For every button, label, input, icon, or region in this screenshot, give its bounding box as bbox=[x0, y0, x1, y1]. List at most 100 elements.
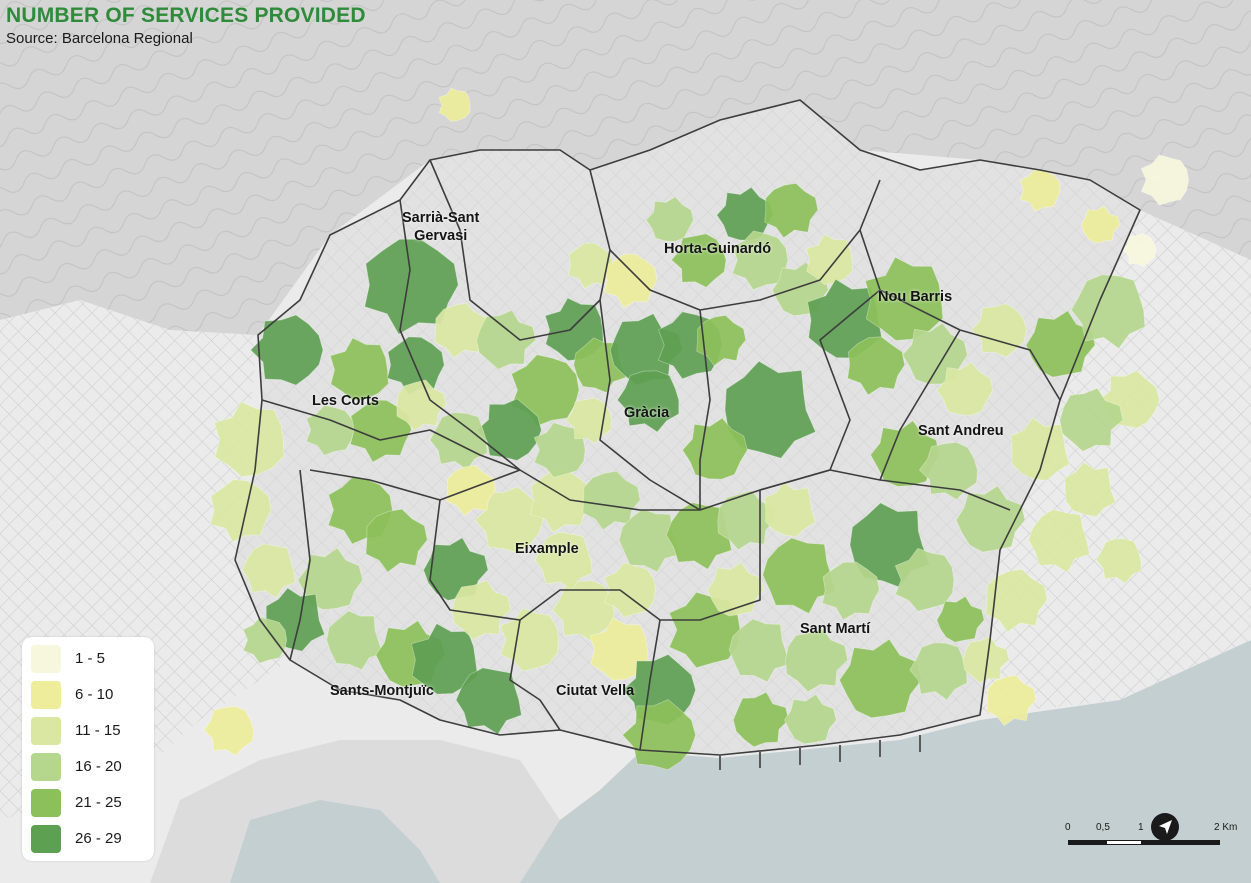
service-coverage-area bbox=[297, 547, 364, 611]
district-label-sant-marti: Sant Martí bbox=[800, 620, 870, 638]
service-coverage-area bbox=[242, 616, 288, 664]
service-coverage-area bbox=[645, 196, 695, 243]
service-coverage-area bbox=[1070, 274, 1146, 350]
service-coverage-area bbox=[438, 87, 471, 122]
district-label-line: Gervasi bbox=[414, 228, 468, 244]
district-label-ciutat-vella: Ciutat Vella bbox=[556, 682, 634, 700]
legend-item: 26 - 29 bbox=[31, 825, 151, 853]
service-coverage-area bbox=[533, 422, 586, 478]
service-coverage-area bbox=[476, 309, 537, 370]
port-water bbox=[230, 800, 440, 883]
service-coverage-area bbox=[455, 667, 522, 735]
hill-relief bbox=[0, 0, 1251, 335]
service-coverage-area bbox=[305, 404, 355, 456]
service-coverage-area bbox=[213, 401, 285, 478]
service-coverage-area bbox=[567, 242, 614, 290]
service-coverage-area bbox=[1019, 169, 1061, 212]
service-coverage-area bbox=[670, 233, 727, 288]
legend-item: 11 - 15 bbox=[31, 717, 151, 745]
coastline-piers bbox=[719, 735, 921, 770]
district-label-gracia: Gràcia bbox=[624, 404, 669, 422]
service-coverage-area bbox=[665, 502, 732, 570]
service-coverage-area bbox=[936, 361, 994, 416]
service-coverage-area bbox=[936, 595, 985, 643]
service-coverage-area bbox=[732, 691, 790, 748]
service-coverage-area bbox=[805, 233, 854, 285]
service-coverage-area bbox=[1080, 205, 1121, 244]
scale-tick-label: 1 bbox=[1138, 822, 1144, 833]
district-label-text: Eixample bbox=[515, 541, 579, 557]
service-coverage-area bbox=[986, 674, 1037, 727]
service-coverage-area bbox=[764, 182, 819, 239]
service-coverage-area bbox=[241, 543, 296, 599]
source-note: Source: Barcelona Regional bbox=[6, 30, 193, 47]
legend-label: 21 - 25 bbox=[75, 794, 122, 811]
legend-swatch bbox=[31, 825, 61, 853]
service-coverage-area bbox=[894, 547, 955, 612]
legend-swatch bbox=[31, 681, 61, 709]
district-label-text: Nou Barris bbox=[878, 289, 953, 305]
district-label-line: Sarrià-Sant bbox=[402, 210, 480, 226]
district-label-les-corts: Les Corts bbox=[312, 392, 379, 410]
service-coverage-area bbox=[821, 561, 880, 621]
service-coverage-area bbox=[499, 607, 560, 672]
district-label-text: Ciutat Vella bbox=[556, 683, 635, 699]
scale-tick-label: 2 Km bbox=[1214, 822, 1238, 833]
service-coverage-area bbox=[1140, 154, 1190, 206]
legend-item: 21 - 25 bbox=[31, 789, 151, 817]
service-coverage-area bbox=[839, 638, 922, 719]
service-coverage-area bbox=[731, 230, 789, 291]
legend-swatch bbox=[31, 789, 61, 817]
service-coverage-area bbox=[364, 238, 459, 335]
service-coverage-area bbox=[762, 537, 837, 615]
legend-label: 11 - 15 bbox=[75, 722, 121, 739]
district-label-text: Gràcia bbox=[624, 405, 670, 421]
district-label-sant-andreu: Sant Andreu bbox=[918, 422, 1004, 440]
service-coverage-area bbox=[696, 314, 747, 367]
district-label-eixample: Eixample bbox=[515, 540, 579, 558]
service-coverage-area bbox=[434, 302, 489, 359]
scale-segment bbox=[1142, 840, 1220, 845]
district-label-text: Horta-Guinardó bbox=[664, 241, 772, 257]
district-label-text: Les Corts bbox=[312, 393, 379, 409]
sea bbox=[500, 640, 1251, 883]
service-coverage-area bbox=[1059, 387, 1124, 452]
service-coverage-area bbox=[1095, 538, 1142, 585]
service-coverage-area bbox=[589, 617, 649, 681]
service-coverage-area bbox=[985, 568, 1048, 633]
legend-swatch bbox=[31, 645, 61, 673]
service-coverage-area bbox=[1025, 310, 1096, 378]
service-coverage-area bbox=[329, 337, 389, 401]
service-coverage-area bbox=[785, 627, 849, 693]
service-coverage-area bbox=[1064, 461, 1117, 518]
service-coverage-area bbox=[970, 303, 1027, 358]
legend-swatch bbox=[31, 753, 61, 781]
legend-item: 1 - 5 bbox=[31, 645, 151, 673]
service-coverage-area bbox=[724, 360, 817, 459]
scale-segment bbox=[1068, 840, 1106, 845]
legend-item: 16 - 20 bbox=[31, 753, 151, 781]
district-label-text: Sants-Montjuïc bbox=[330, 683, 434, 699]
service-coverage-area bbox=[429, 412, 488, 471]
legend-label: 26 - 29 bbox=[75, 830, 122, 847]
service-coverage-area bbox=[681, 417, 748, 480]
service-coverage-layer bbox=[203, 87, 1190, 771]
service-coverage-area bbox=[847, 336, 906, 396]
service-coverage-area bbox=[603, 253, 658, 309]
service-coverage-area bbox=[616, 370, 680, 433]
service-coverage-area bbox=[474, 486, 544, 554]
service-coverage-area bbox=[1028, 509, 1091, 573]
scale-tick-label: 0 bbox=[1065, 822, 1071, 833]
district-label-text: Sant Martí bbox=[800, 621, 871, 637]
scale-segment bbox=[1106, 840, 1142, 845]
service-coverage-area bbox=[326, 610, 384, 671]
service-coverage-area bbox=[764, 481, 816, 538]
legend-label: 1 - 5 bbox=[75, 650, 106, 667]
service-coverage-area bbox=[784, 693, 837, 745]
legend: 1 - 5 6 - 10 11 - 15 16 - 20 21 - 25 26 … bbox=[22, 637, 154, 861]
service-coverage-area bbox=[1010, 417, 1070, 482]
service-coverage-area bbox=[250, 314, 324, 386]
service-coverage-area bbox=[365, 508, 428, 573]
